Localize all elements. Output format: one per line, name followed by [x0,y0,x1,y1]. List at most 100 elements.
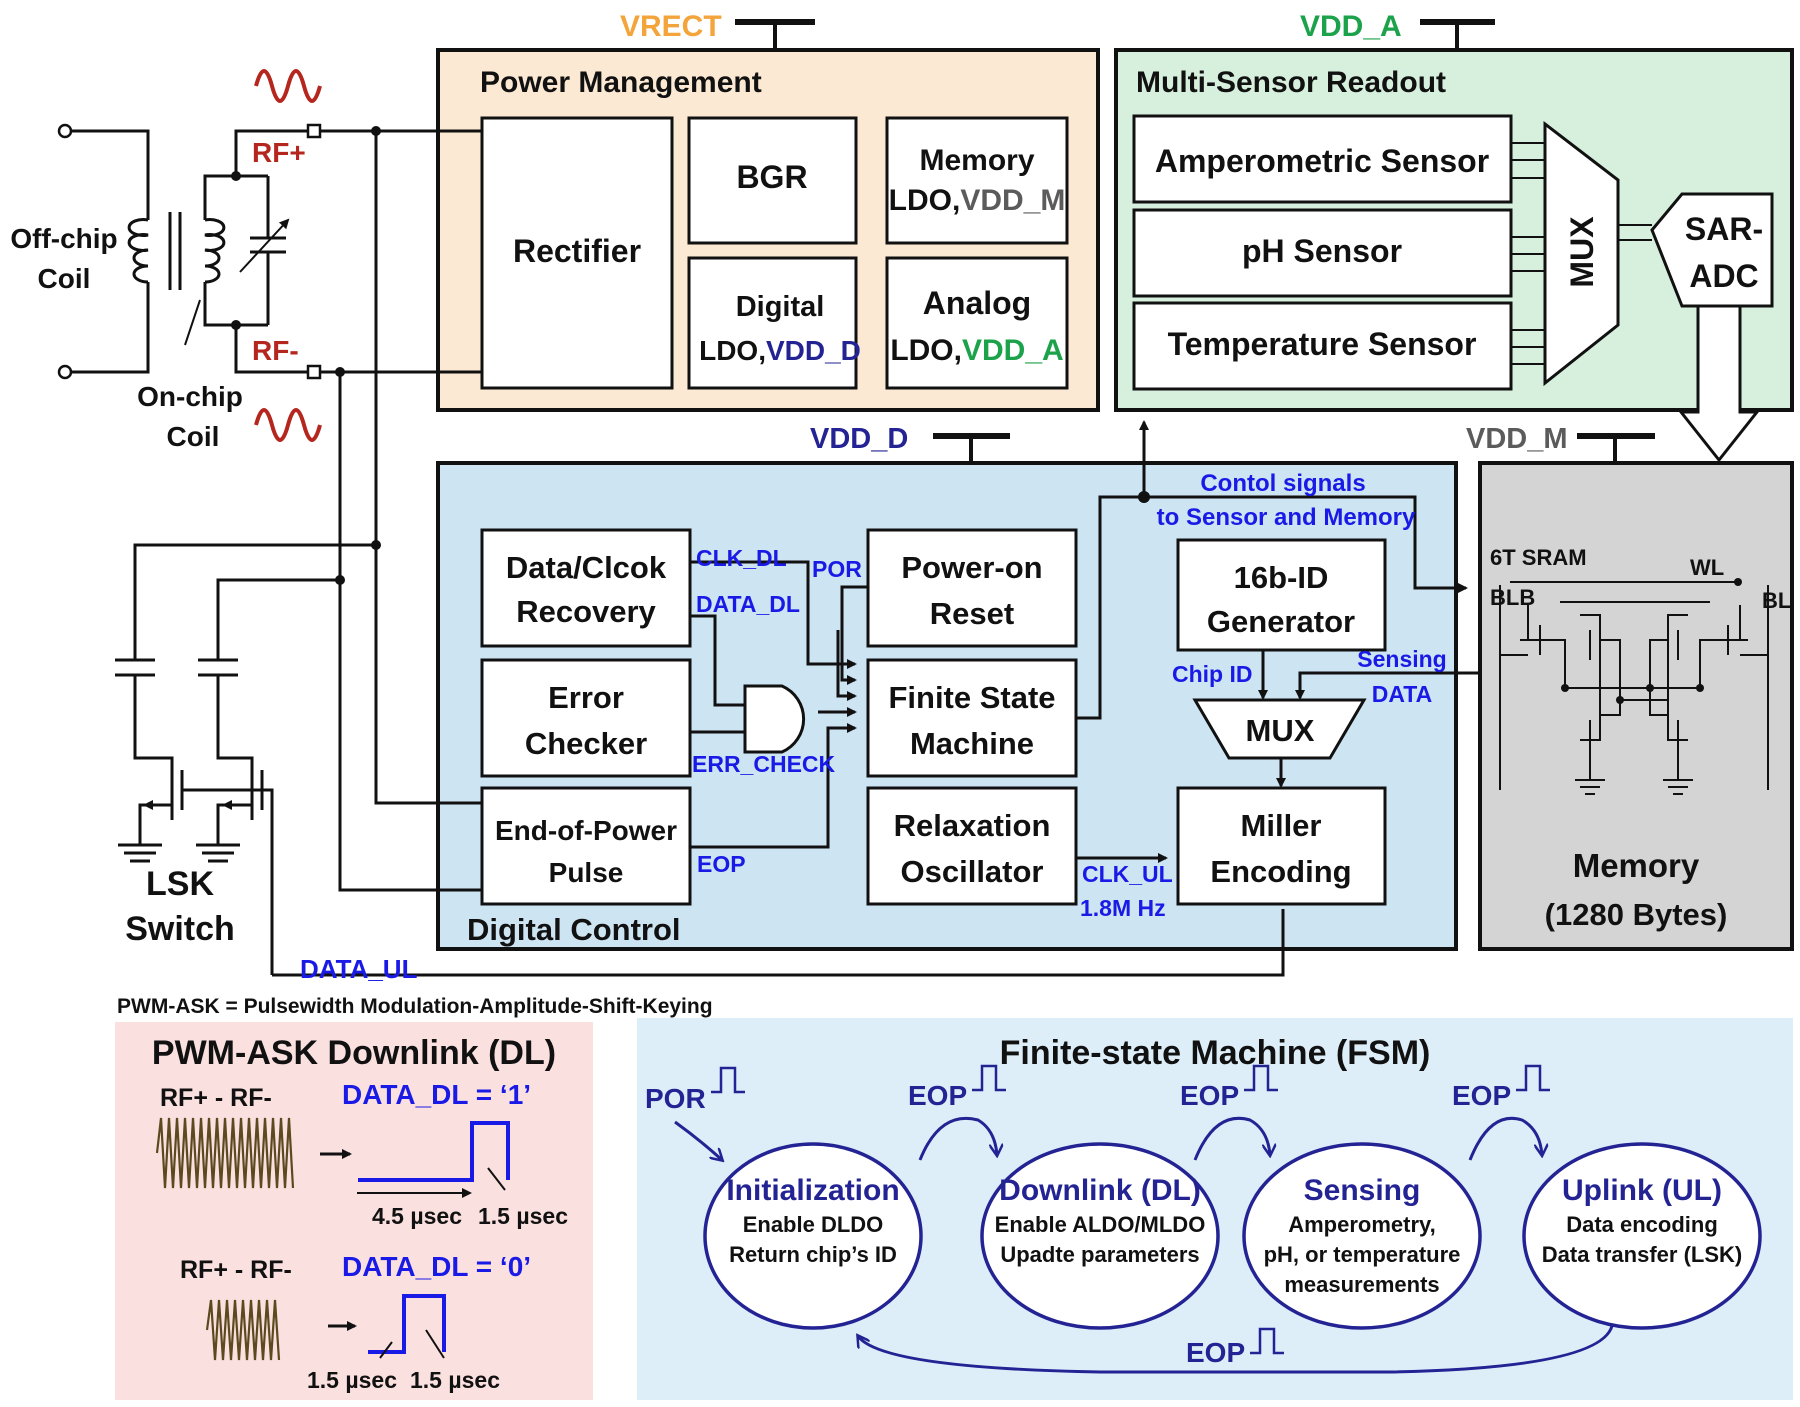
bl-label: BL [1762,588,1791,613]
data-dl-wire [690,614,745,707]
wl-label: WL [1690,555,1724,580]
fsm-por-label: POR [645,1083,706,1114]
sar-adc-label-2: ADC [1689,258,1758,294]
rf-plus-to-eop [374,131,482,805]
rf-minus-label: RF- [252,335,299,366]
downlink-rf-label-0: RF+ - RF- [180,1256,292,1284]
memory-title-1: Memory [1573,847,1700,884]
fsm-state-sensing: Sensing Amperometry, pH, or temperature … [1242,1142,1482,1330]
sensing-data-label-2: DATA [1372,681,1432,707]
adc-to-memory-arrow [1677,304,1761,463]
ph-sensor-block [1132,208,1513,298]
vdd-m-rail: VDD_M [1466,423,1655,463]
rf-minus-wave-icon [254,408,322,442]
temperature-sensor-label: Temperature Sensor [1168,326,1477,362]
data-clock-recovery-label-1: Data/Clcok [506,550,667,585]
sar-adc-label-1: SAR- [1685,211,1763,247]
relaxation-oscillator-label-2: Oscillator [901,854,1044,889]
downlink-rf-label-1: RF+ - RF- [160,1084,272,1112]
por-label: POR [812,556,862,582]
memory-title-2: (1280 Bytes) [1545,897,1728,932]
fsm-title: Finite-state Machine (FSM) [1000,1034,1431,1072]
power-management-title: Power Management [480,66,762,99]
fsm-state-downlink: Downlink (DL) Enable ALDO/MLDO Upadte pa… [980,1142,1220,1330]
eop-transition-2 [1193,1116,1270,1161]
control-signals-label-2: to Sensor and Memory [1157,504,1416,531]
clk-ul-label: CLK_UL [1082,861,1173,887]
data-dl-zero-waveform [368,1294,446,1354]
eop-pulse-icon-2 [1244,1064,1278,1092]
control-signals-label-1: Contol signals [1200,470,1365,497]
sram-cell-schematic [1499,578,1769,795]
sensor-mux-shape [1543,120,1620,387]
relaxation-oscillator-block [866,786,1078,906]
t15a-label: 1.5 µsec [478,1203,568,1229]
eop-transition-3 [1468,1117,1542,1161]
sensing-data-wire [1295,671,1480,700]
t15a-leader [487,1167,506,1191]
miller-encoding-label-2: Encoding [1210,854,1351,889]
eop-label: EOP [697,851,746,877]
rf-plus-wave-icon [254,69,322,103]
lsk-label-2: Switch [125,910,235,948]
finite-state-machine-block [866,658,1078,778]
vdd-d-rail: VDD_D [810,423,1010,463]
off-chip-coil-label-1: Off-chip [10,223,117,254]
end-of-power-pulse-label-1: End-of-Power [495,815,677,846]
pwm-ask-footnote: PWM-ASK = Pulsewidth Modulation-Amplitud… [117,995,713,1018]
fsm-eop-label-3: EOP [1452,1080,1511,1111]
vrect-label: VRECT [620,10,722,43]
state-uplink-line2: Data transfer (LSK) [1542,1242,1742,1267]
miller-encoding-label-1: Miller [1241,808,1322,843]
digital-control-title: Digital Control [467,912,681,947]
miller-encoding-block [1176,786,1387,906]
on-chip-coil-label-2: Coil [167,421,220,452]
error-checker-label-1: Error [548,680,624,715]
eop-transition-1 [918,1116,997,1161]
id-generator-label-2: Generator [1207,604,1355,639]
fsm-eop-label-1: EOP [908,1080,967,1111]
rf-burst-long-icon [155,1117,295,1189]
fsm-eop-label-2: EOP [1180,1080,1239,1111]
state-uplink-name: Uplink (UL) [1562,1174,1722,1207]
por-wire [840,585,868,685]
t15-leaders [379,1329,445,1359]
vdd-m-label: VDD_M [1466,423,1568,455]
state-downlink-name: Downlink (DL) [999,1174,1201,1207]
fsm-eop-label-return: EOP [1186,1337,1245,1368]
lsk-switch [115,658,274,975]
t45-label: 4.5 µsec [372,1203,462,1229]
sar-adc-block [1650,192,1774,308]
vdd-a-rail: VDD_A [1300,10,1495,50]
eop-return-transition [858,1325,1614,1374]
analog-ldo-block [885,256,1069,390]
state-sensing-name: Sensing [1304,1174,1421,1207]
memory-ldo-block [885,116,1069,245]
data-dl-one-waveform [358,1121,510,1182]
vdd-a-label: VDD_A [1300,10,1402,43]
on-chip-coil-label-1: On-chip [137,381,243,412]
power-on-reset-label-2: Reset [930,596,1014,631]
end-of-power-pulse-label-2: Pulse [549,857,624,888]
state-initialization-line1: Enable DLDO [743,1212,884,1237]
lsk-top-left-wire [133,543,376,660]
state-initialization-line2: Return chip’s ID [729,1242,897,1267]
err-check-label: ERR_CHECK [692,751,836,777]
data-dl-zero-label: DATA_DL = ‘0’ [342,1251,531,1282]
sensor-mux-inputs [1511,142,1545,365]
memory-ldo-output: LDO,VDD_M [889,184,1066,217]
chip-id-label: Chip ID [1172,661,1253,687]
lsk-top-right-wire [216,578,340,660]
rectifier-block [480,116,674,390]
memory-ldo-label: Memory [919,144,1034,177]
off-chip-coil [57,123,182,380]
t15c-label: 1.5 µsec [410,1367,500,1393]
amperometric-sensor-label: Amperometric Sensor [1155,143,1489,179]
data-ul-wire [272,909,1285,977]
vrect-rail: VRECT [620,10,815,50]
analog-ldo-output: LDO,VDD_A [890,334,1063,367]
data-clock-recovery-label-2: Recovery [516,594,656,629]
clk-dl-label: CLK_DL [696,545,787,571]
